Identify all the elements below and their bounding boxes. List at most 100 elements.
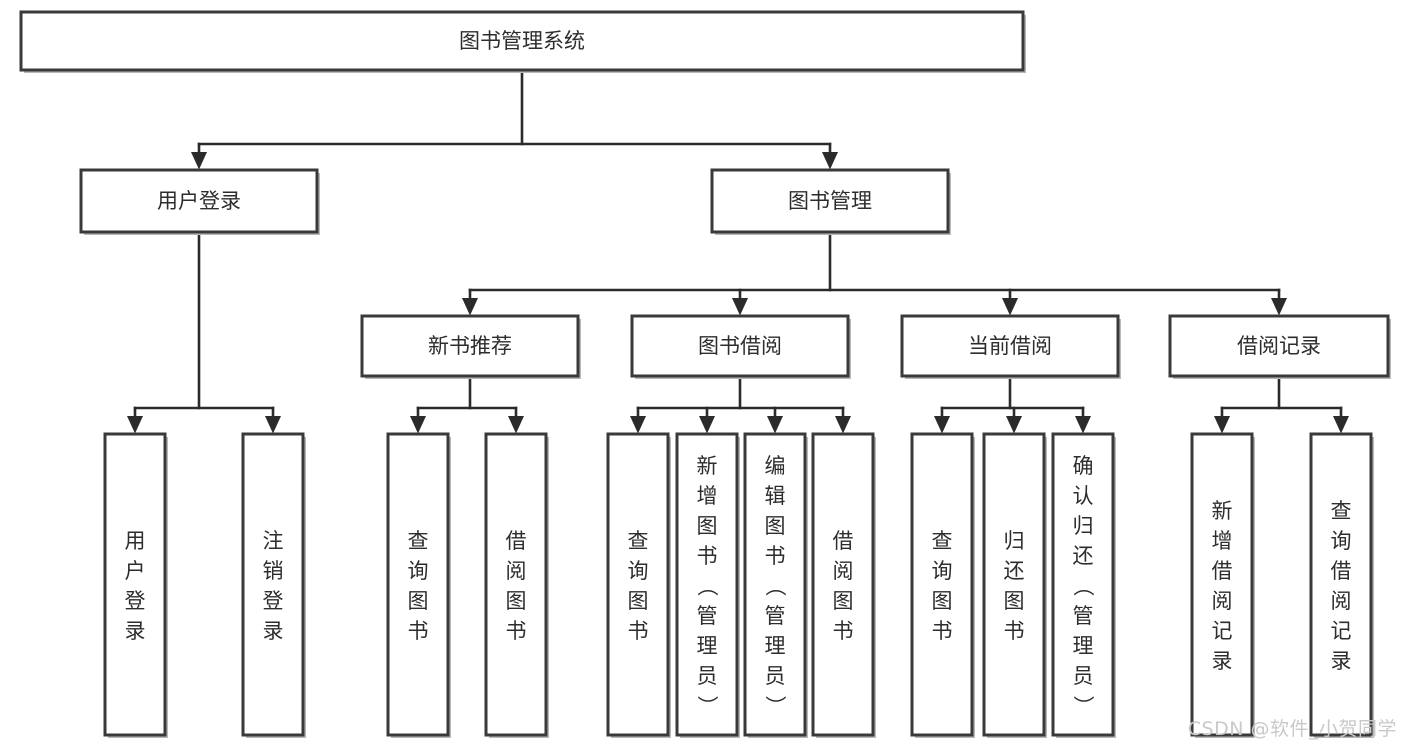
node-label-char: 员 xyxy=(1073,664,1094,688)
node-label-char: 用 xyxy=(125,529,146,553)
node-label: 图书借阅 xyxy=(698,334,782,358)
node-n_borrow[interactable]: 图书借阅 xyxy=(630,314,851,379)
arrow-head-icon xyxy=(1271,298,1287,316)
node-l_user_login[interactable]: 用户登录用户登录 xyxy=(103,432,168,738)
arrow-head-icon xyxy=(835,416,851,434)
node-label-char: 理 xyxy=(765,634,786,658)
node-l_rec_query[interactable]: 查询借阅记录查询借阅记录 xyxy=(1309,432,1374,738)
node-label-char: 户 xyxy=(125,559,146,583)
node-label-char: 图 xyxy=(765,514,786,538)
node-label-char: 阅 xyxy=(506,559,527,583)
arrow-head-icon xyxy=(1333,416,1349,434)
node-label-char: （ xyxy=(695,575,719,596)
node-label: 用户登录 xyxy=(157,189,241,213)
node-label-char: 借 xyxy=(506,529,527,553)
node-label-char: 图 xyxy=(932,589,953,613)
node-rect xyxy=(103,432,167,737)
node-rect xyxy=(710,168,950,234)
node-l_user_logout[interactable]: 注销登录注销登录 xyxy=(241,432,306,738)
node-label-char: 录 xyxy=(263,619,284,643)
arrow-head-icon xyxy=(732,298,748,316)
node-label: 图书管理 xyxy=(788,189,872,213)
node-root[interactable]: 图书管理系统 xyxy=(19,10,1026,73)
node-label-char: 归 xyxy=(1004,529,1025,553)
node-label-char: 理 xyxy=(697,634,718,658)
node-l_rec_add[interactable]: 新增借阅记录新增借阅记录 xyxy=(1190,432,1255,738)
node-label-char: 新 xyxy=(697,454,718,478)
node-n_records[interactable]: 借阅记录 xyxy=(1168,314,1391,379)
watermark-text: CSDN @软件_小贺同学 xyxy=(1187,718,1397,740)
arrow-head-icon xyxy=(767,416,783,434)
node-rect xyxy=(675,432,739,737)
node-label-char: 查 xyxy=(408,529,429,553)
node-rect xyxy=(1190,432,1254,737)
node-label-char: 确 xyxy=(1073,454,1094,478)
node-label-char: 编 xyxy=(765,454,786,478)
arrow-head-icon xyxy=(127,416,143,434)
node-label-char: 图 xyxy=(506,589,527,613)
arrow-head-icon xyxy=(1214,416,1230,434)
node-label: 新书推荐 xyxy=(428,334,512,358)
node-label-char: 图 xyxy=(697,514,718,538)
node-label-char: 询 xyxy=(628,559,649,583)
node-label-char: 查 xyxy=(628,529,649,553)
node-label-char: 注 xyxy=(263,529,284,553)
node-label-char: 书 xyxy=(506,619,527,643)
node-label-char: 图 xyxy=(833,589,854,613)
node-label-char: 图 xyxy=(408,589,429,613)
node-l_bb_query[interactable]: 查询图书查询图书 xyxy=(606,432,671,738)
node-label-char: 录 xyxy=(125,619,146,643)
node-label-char: 询 xyxy=(932,559,953,583)
node-label-char: （ xyxy=(763,575,787,596)
node-l_nr_query[interactable]: 查询图书查询图书 xyxy=(386,432,451,738)
node-n_new_rec[interactable]: 新书推荐 xyxy=(360,314,581,379)
node-l_bb_borrow[interactable]: 借阅图书借阅图书 xyxy=(811,432,876,738)
node-label-char: 书 xyxy=(932,619,953,643)
node-label: 借阅记录 xyxy=(1237,334,1321,358)
node-label-char: 录 xyxy=(1212,649,1233,673)
node-label-char: 阅 xyxy=(1331,589,1352,613)
node-rect xyxy=(241,432,305,737)
arrow-head-icon xyxy=(822,152,838,170)
node-label-char: 书 xyxy=(697,544,718,568)
node-rect xyxy=(900,314,1120,378)
node-n_user_login[interactable]: 用户登录 xyxy=(79,168,320,235)
arrow-head-icon xyxy=(1006,416,1022,434)
node-label-char: ） xyxy=(1071,695,1095,716)
node-label-char: ） xyxy=(763,695,787,716)
node-l_cb_query[interactable]: 查询图书查询图书 xyxy=(910,432,975,738)
arrow-head-icon xyxy=(934,416,950,434)
node-rect xyxy=(1168,314,1390,378)
node-l_cb_return[interactable]: 归还图书归还图书 xyxy=(982,432,1047,738)
node-label-char: 借 xyxy=(833,529,854,553)
node-label-char: 书 xyxy=(765,544,786,568)
node-label-char: 认 xyxy=(1073,484,1094,508)
node-label-char: 图 xyxy=(628,589,649,613)
node-label-char: 归 xyxy=(1073,514,1094,538)
node-l_nr_borrow[interactable]: 借阅图书借阅图书 xyxy=(484,432,549,738)
node-rect xyxy=(606,432,670,737)
node-label-char: 增 xyxy=(697,484,718,508)
node-label-char: 还 xyxy=(1004,559,1025,583)
arrow-head-icon xyxy=(1002,298,1018,316)
node-label-char: 书 xyxy=(628,619,649,643)
node-label-char: 还 xyxy=(1073,544,1094,568)
node-rect xyxy=(1309,432,1373,737)
node-label-char: 借 xyxy=(1212,559,1233,583)
node-rect xyxy=(79,168,319,234)
node-label-char: 销 xyxy=(263,559,284,583)
node-rect xyxy=(811,432,875,737)
node-n_book_mgmt[interactable]: 图书管理 xyxy=(710,168,951,235)
node-label-char: 书 xyxy=(833,619,854,643)
node-label-char: 书 xyxy=(408,619,429,643)
arrow-head-icon xyxy=(191,152,207,170)
node-n_current[interactable]: 当前借阅 xyxy=(900,314,1121,379)
arrow-head-icon xyxy=(265,416,281,434)
node-rect xyxy=(484,432,548,737)
node-label-char: 管 xyxy=(1073,604,1094,628)
nodes-layer: 图书管理系统用户登录图书管理新书推荐图书借阅当前借阅借阅记录用户登录用户登录注销… xyxy=(19,10,1391,738)
node-label-char: 记 xyxy=(1331,619,1352,643)
